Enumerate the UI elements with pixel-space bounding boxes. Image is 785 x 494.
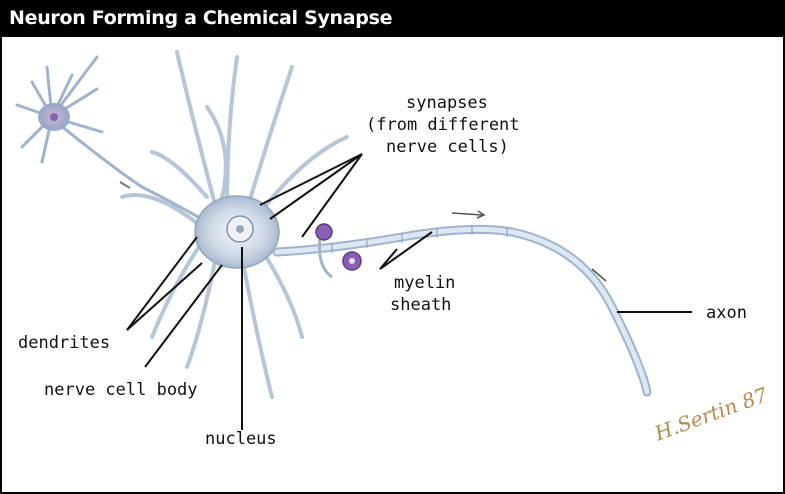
myelin-label-line2: sheath xyxy=(390,295,452,315)
title-bar: Neuron Forming a Chemical Synapse xyxy=(2,2,783,37)
nerve-cell-body xyxy=(194,195,280,269)
pointer-lines xyxy=(126,153,692,430)
synapses-label-line1: synapses xyxy=(406,93,488,113)
synapses-label: synapses (from different nerve cells) xyxy=(366,92,520,158)
myelin-sheath-label: myelin sheath xyxy=(390,272,455,316)
nucleus-label: nucleus xyxy=(205,429,277,449)
myelin-label-line1: myelin xyxy=(394,273,456,293)
synapses-label-line3: nerve cells) xyxy=(386,137,509,157)
upstream-neuron xyxy=(15,55,208,224)
synapses-label-line2: (from different xyxy=(366,115,520,135)
axon-label: axon xyxy=(706,303,747,323)
axon-shape xyxy=(272,210,652,397)
dendrites-label: dendrites xyxy=(18,333,111,353)
neuron-illustration xyxy=(15,50,692,430)
nerve-cell-body-label: nerve cell body xyxy=(44,380,198,400)
diagram-title: Neuron Forming a Chemical Synapse xyxy=(9,7,393,29)
synapse-knobs xyxy=(315,223,362,279)
